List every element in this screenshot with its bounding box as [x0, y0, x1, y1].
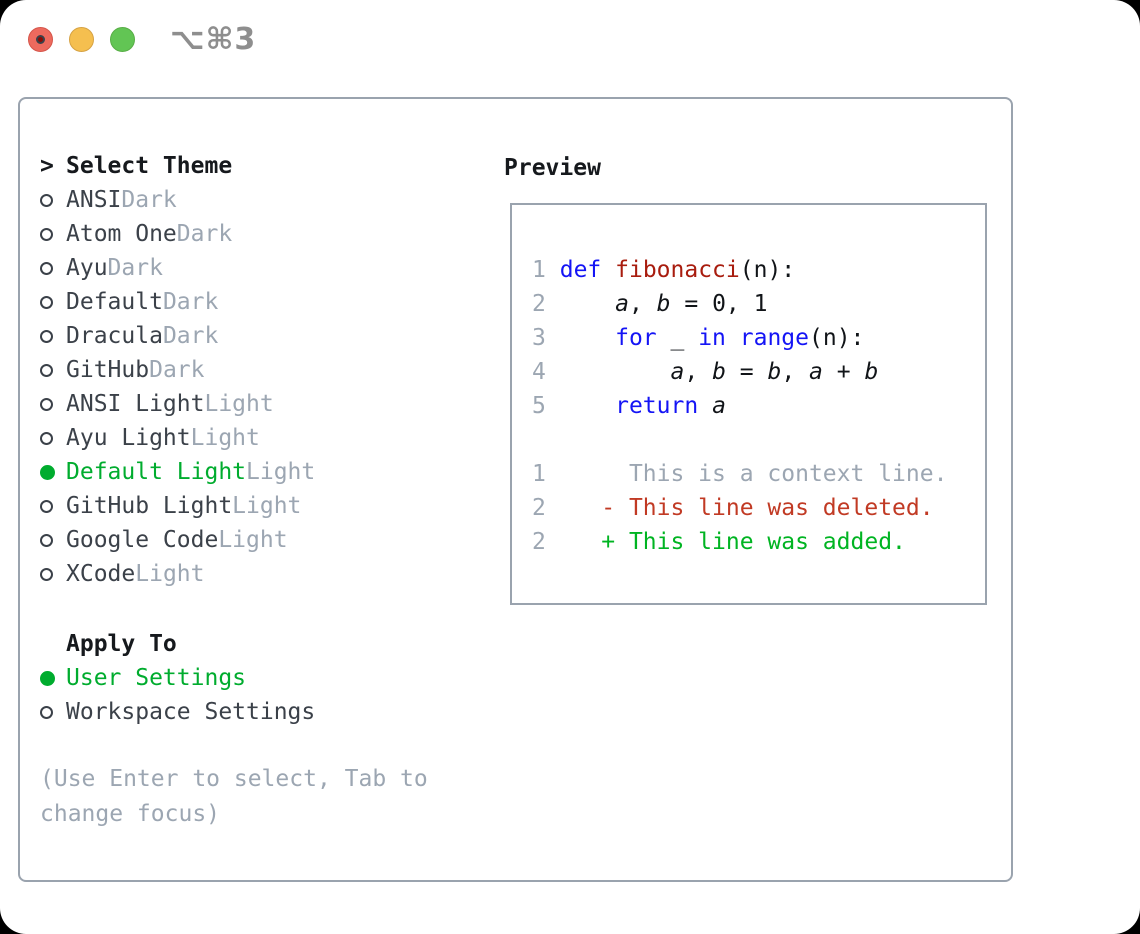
- window-title: ⌥⌘3: [170, 22, 257, 57]
- theme-variant: Light: [232, 493, 302, 519]
- theme-name: Dracula: [66, 323, 163, 349]
- theme-name: Default Light: [66, 459, 247, 485]
- theme-option[interactable]: Dracula Dark: [40, 319, 315, 353]
- theme-option[interactable]: Atom One Dark: [40, 217, 315, 251]
- radio-icon: [40, 261, 66, 275]
- diff-line: 2 + This line was added.: [532, 525, 985, 559]
- code-line: 3 for _ in range(n):: [532, 325, 865, 351]
- theme-name: Google Code: [66, 527, 219, 553]
- theme-name: Atom One: [66, 221, 177, 247]
- apply-to-header: Apply To: [40, 627, 315, 661]
- theme-option[interactable]: GitHub Light Light: [40, 489, 315, 523]
- radio-icon: [40, 533, 66, 547]
- preview-code: 1 def fibonacci(n): 2 a, b = 0, 1 3 for _ …: [510, 203, 987, 605]
- blank-line: [532, 423, 985, 457]
- radio-icon: [40, 363, 66, 377]
- theme-variant: Light: [218, 527, 288, 553]
- theme-option[interactable]: XCode Light: [40, 557, 315, 591]
- radio-icon: [40, 227, 66, 241]
- focus-chevron-icon: >: [40, 153, 54, 179]
- theme-variant: Dark: [162, 289, 219, 315]
- theme-name: Default: [66, 289, 163, 315]
- diff-text: This is a context line.: [545, 461, 948, 487]
- apply-to-option[interactable]: Workspace Settings: [40, 695, 315, 729]
- radio-icon: [40, 397, 66, 411]
- line-number: 4: [532, 359, 546, 385]
- code-line: 2 a, b = 0, 1: [532, 291, 768, 317]
- diff-text: - This line was deleted.: [545, 495, 934, 521]
- apply-to-label: Workspace Settings: [66, 699, 316, 725]
- radio-icon: [40, 295, 66, 309]
- traffic-lights: [28, 27, 135, 52]
- code-line: 5 return a: [532, 393, 726, 419]
- apply-to-option[interactable]: User Settings: [40, 661, 315, 695]
- radio-icon: [40, 499, 66, 513]
- theme-variant: Dark: [162, 323, 219, 349]
- theme-variant: Light: [204, 391, 274, 417]
- line-number: 3: [532, 325, 546, 351]
- line-number: 5: [532, 393, 546, 419]
- unsaved-dot-icon: [36, 35, 45, 44]
- theme-variant: Light: [135, 561, 205, 587]
- theme-option[interactable]: ANSI Light Light: [40, 387, 315, 421]
- theme-option[interactable]: Default Dark: [40, 285, 315, 319]
- radio-selected-icon: [40, 670, 66, 686]
- line-number: 2: [532, 291, 546, 317]
- theme-name: GitHub Light: [66, 493, 233, 519]
- theme-variant: Light: [190, 425, 260, 451]
- diff-line: 2 - This line was deleted.: [532, 491, 985, 525]
- theme-option[interactable]: ANSI Dark: [40, 183, 315, 217]
- code-line: 1 def fibonacci(n):: [532, 257, 796, 283]
- line-number: 2: [532, 495, 546, 521]
- apply-to-title: Apply To: [66, 631, 177, 657]
- theme-variant: Dark: [121, 187, 177, 213]
- theme-name: Ayu: [66, 255, 108, 281]
- radio-icon: [40, 329, 66, 343]
- theme-variant: Dark: [107, 255, 163, 281]
- theme-name: Ayu Light: [66, 425, 191, 451]
- theme-option[interactable]: Ayu Dark: [40, 251, 315, 285]
- radio-icon: [40, 431, 66, 445]
- line-number: 1: [532, 257, 546, 283]
- code-line: 4 a, b = b, a + b: [532, 359, 879, 385]
- theme-variant: Dark: [176, 221, 233, 247]
- radio-icon: [40, 567, 66, 581]
- radio-icon: [40, 705, 66, 719]
- theme-list-header: > Select Theme: [40, 149, 315, 183]
- theme-name: ANSI: [66, 187, 122, 213]
- theme-list-title: Select Theme: [66, 153, 233, 179]
- theme-name: ANSI Light: [66, 391, 205, 417]
- help-text: (Use Enter to select, Tab to change focu…: [40, 766, 428, 827]
- theme-name: XCode: [66, 561, 136, 587]
- preview-title: Preview: [504, 155, 601, 181]
- theme-name: GitHub: [66, 357, 150, 383]
- diff-text: + This line was added.: [545, 529, 906, 555]
- minimize-button-icon[interactable]: [69, 27, 94, 52]
- theme-option[interactable]: Google Code Light: [40, 523, 315, 557]
- radio-icon: [40, 193, 66, 207]
- theme-option[interactable]: GitHub Dark: [40, 353, 315, 387]
- radio-selected-icon: [40, 464, 66, 480]
- zoom-button-icon[interactable]: [110, 27, 135, 52]
- apply-to-label: User Settings: [66, 665, 247, 691]
- theme-variant: Dark: [149, 357, 205, 383]
- diff-line: 1 This is a context line.: [532, 457, 985, 491]
- close-button-icon[interactable]: [28, 27, 53, 52]
- line-number: 1: [532, 461, 546, 487]
- theme-option[interactable]: Default Light Light: [40, 455, 315, 489]
- line-number: 2: [532, 529, 546, 555]
- theme-option[interactable]: Ayu Light Light: [40, 421, 315, 455]
- theme-variant: Light: [246, 459, 316, 485]
